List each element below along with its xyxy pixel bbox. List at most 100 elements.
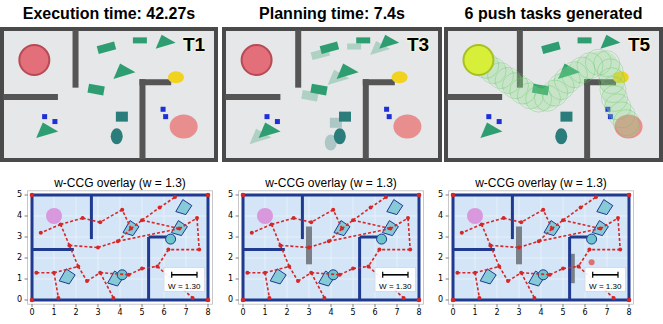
graph-edge bbox=[490, 245, 499, 266]
tick-label: 7 bbox=[604, 308, 609, 317]
block-object bbox=[116, 112, 128, 122]
tick-mark bbox=[446, 258, 449, 259]
tick-mark bbox=[497, 304, 498, 307]
graph-vertex bbox=[98, 220, 102, 224]
tick-mark bbox=[446, 216, 449, 217]
plot-title: w-CCG overlay (w = 1.3) bbox=[54, 177, 186, 191]
corner-vertex bbox=[206, 193, 211, 198]
trail-ghost bbox=[602, 85, 628, 111]
tick-label: 3 bbox=[95, 308, 100, 317]
graph-edge bbox=[550, 269, 563, 275]
ellipse-object bbox=[334, 128, 346, 144]
graph-vertex bbox=[76, 264, 80, 268]
triangle-object bbox=[36, 123, 58, 138]
graph-edge bbox=[197, 218, 199, 250]
graph-vertex bbox=[34, 271, 38, 275]
graph-vertex bbox=[519, 220, 523, 224]
grid-line bbox=[287, 195, 288, 300]
grid-line bbox=[243, 258, 419, 259]
tick-label: 0 bbox=[17, 295, 22, 304]
scale-label: W = 1.30 bbox=[589, 282, 621, 291]
tick-label: 2 bbox=[228, 253, 233, 262]
graph-vertex bbox=[96, 246, 100, 250]
scene-wall bbox=[366, 79, 392, 85]
free-space bbox=[243, 195, 419, 300]
graph-vertex bbox=[98, 271, 102, 275]
tick-label: 1 bbox=[51, 308, 56, 317]
tick-mark bbox=[164, 304, 165, 307]
graph-edge bbox=[157, 250, 168, 267]
graph-edge bbox=[78, 266, 87, 281]
outer-wall bbox=[32, 195, 208, 300]
scale-bar bbox=[172, 274, 197, 276]
graph-edge bbox=[329, 229, 391, 242]
graph-edge bbox=[475, 273, 479, 298]
scene-panel bbox=[446, 29, 661, 160]
graph-edge bbox=[129, 269, 142, 275]
trail-ghost bbox=[502, 73, 528, 99]
graph-plot bbox=[25, 191, 213, 307]
graph-vertex bbox=[517, 246, 521, 250]
tick-mark bbox=[236, 279, 239, 280]
cylinder-object bbox=[242, 45, 272, 75]
graph-edge bbox=[272, 218, 294, 224]
tick-label: 2 bbox=[17, 253, 22, 262]
graph-vertex bbox=[166, 248, 170, 252]
graph-edge bbox=[499, 266, 508, 281]
ellipse-object bbox=[555, 128, 567, 144]
graph-edge bbox=[280, 245, 309, 247]
trail-ghost bbox=[510, 78, 536, 104]
block-object bbox=[347, 44, 361, 50]
graph-edge bbox=[371, 197, 386, 208]
graph-edge bbox=[482, 224, 491, 245]
graph-vertex bbox=[307, 246, 311, 250]
graph-edge bbox=[142, 220, 179, 228]
tick-mark bbox=[475, 304, 476, 307]
grid-line bbox=[353, 195, 354, 300]
scale-bar bbox=[593, 274, 618, 276]
outer-wall bbox=[453, 195, 629, 300]
scene-wall bbox=[295, 33, 301, 85]
tick-label: 4 bbox=[17, 211, 22, 220]
graph-vertex bbox=[532, 296, 536, 300]
graph-edge bbox=[552, 220, 563, 228]
trail-ghost bbox=[569, 57, 595, 83]
graph-vertex bbox=[477, 296, 481, 300]
tick-label: 3 bbox=[438, 232, 443, 241]
scale-bar-end bbox=[382, 272, 383, 278]
graph-edge bbox=[142, 208, 160, 221]
grid-line bbox=[32, 258, 208, 259]
object-circle bbox=[587, 234, 597, 244]
robot-cube bbox=[161, 107, 166, 112]
graph-vertex bbox=[616, 216, 620, 220]
yellow-disk bbox=[168, 71, 184, 83]
graph-edge bbox=[311, 210, 333, 223]
corner-vertex bbox=[451, 193, 456, 198]
tick-mark bbox=[446, 300, 449, 301]
tick-mark bbox=[331, 304, 332, 307]
tick-mark bbox=[76, 304, 77, 307]
graph-edge bbox=[100, 273, 129, 275]
tick-label: 0 bbox=[438, 295, 443, 304]
graph-vertex bbox=[267, 296, 271, 300]
outer-wall bbox=[243, 195, 419, 300]
triangle-object bbox=[480, 123, 502, 138]
grid-line bbox=[76, 195, 77, 300]
graph-edge bbox=[54, 273, 58, 298]
graph-edge bbox=[504, 218, 522, 222]
tick-mark bbox=[287, 304, 288, 307]
graph-vertex bbox=[384, 195, 388, 199]
graph-vertex bbox=[56, 296, 60, 300]
graph-edge bbox=[69, 245, 78, 266]
tick-label: 4 bbox=[538, 308, 543, 317]
graph-edge bbox=[340, 269, 353, 275]
tick-mark bbox=[541, 304, 542, 307]
graph-vertex bbox=[195, 216, 199, 220]
yellow-disk bbox=[392, 71, 408, 83]
tick-label: 1 bbox=[438, 274, 443, 283]
graph-vertex bbox=[561, 218, 565, 222]
graph-edge bbox=[265, 273, 269, 298]
graph-vertex bbox=[369, 206, 373, 210]
tick-label: 1 bbox=[472, 308, 477, 317]
graph-edge bbox=[298, 273, 311, 281]
